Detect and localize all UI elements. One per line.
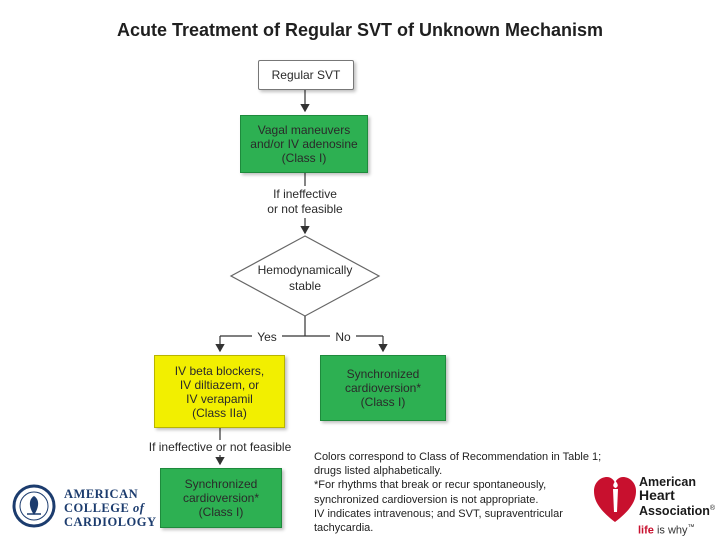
- branch-label-no: No: [330, 330, 356, 345]
- synchronized-cardioversion-box-final: Synchronized cardioversion* (Class I): [160, 468, 282, 528]
- start-box-regular-svt: Regular SVT: [258, 60, 354, 90]
- aha-wordmark: American Heart Association®: [639, 475, 716, 519]
- iv-beta-blockers-box: IV beta blockers, IV diltiazem, or IV ve…: [154, 355, 285, 428]
- decision-label-hemodynamically-stable: Hemodynamically stable: [257, 263, 353, 293]
- page-title: Acute Treatment of Regular SVT of Unknow…: [116, 20, 604, 40]
- note-colors: Colors correspond to Class of Recommenda…: [314, 451, 602, 478]
- if-ineffective-label-1: If ineffective or not feasible: [267, 187, 343, 216]
- acc-seal-icon: [12, 484, 56, 528]
- note-abbreviations: IV indicates intravenous; and SVT, supra…: [314, 507, 563, 535]
- synchronized-cardioversion-box-no: Synchronized cardioversion* (Class I): [320, 355, 446, 421]
- acc-wordmark: AMERICAN COLLEGE of CARDIOLOGY: [64, 487, 157, 529]
- aha-logo: American Heart Association® life is why™: [594, 470, 716, 538]
- branch-label-yes: Yes: [252, 330, 282, 345]
- aha-tagline: life is why™: [638, 524, 695, 537]
- acc-logo: AMERICAN COLLEGE of CARDIOLOGY: [12, 484, 162, 530]
- aha-heart-torch-icon: [594, 477, 636, 522]
- figure-notes: Colors correspond to Class of Recommenda…: [314, 450, 604, 535]
- if-ineffective-label-2: If ineffective or not feasible: [146, 440, 294, 455]
- note-cardioversion: *For rhythms that break or recur spontan…: [314, 479, 547, 506]
- vagal-adenosine-box: Vagal maneuvers and/or IV adenosine (Cla…: [240, 115, 368, 173]
